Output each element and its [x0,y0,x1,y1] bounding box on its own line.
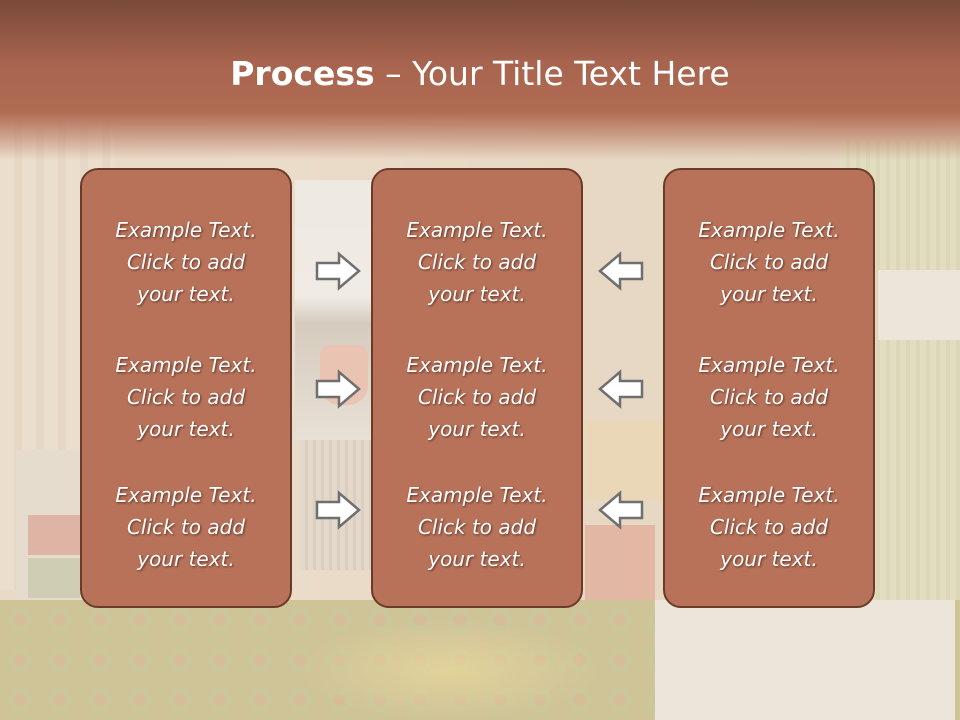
text-line: Click to add [417,515,537,539]
title-rest: – Your Title Text Here [374,54,730,93]
arrow-right-icon[interactable] [315,490,361,530]
slide-title[interactable]: Process – Your Title Text Here [0,52,960,96]
text-line: your text. [137,547,235,571]
text-placeholder[interactable]: Example Text. Click to add your text. [665,349,873,445]
text-placeholder[interactable]: Example Text. Click to add your text. [82,479,290,575]
text-line: your text. [428,547,526,571]
text-placeholder[interactable]: Example Text. Click to add your text. [82,214,290,310]
text-line: Example Text. [115,218,257,242]
title-bar [0,0,960,160]
text-line: Example Text. [698,218,840,242]
text-line: Example Text. [698,483,840,507]
text-placeholder[interactable]: Example Text. Click to add your text. [665,479,873,575]
text-line: your text. [137,417,235,441]
text-line: your text. [428,282,526,306]
text-line: your text. [428,417,526,441]
text-line: Click to add [417,250,537,274]
text-placeholder[interactable]: Example Text. Click to add your text. [373,479,581,575]
text-placeholder[interactable]: Example Text. Click to add your text. [82,349,290,445]
text-line: Click to add [126,515,246,539]
text-line: your text. [137,282,235,306]
text-line: Example Text. [115,483,257,507]
background-headboard [585,420,665,500]
text-line: Example Text. [406,218,548,242]
text-line: your text. [720,547,818,571]
arrow-right-icon[interactable] [315,369,361,409]
arrow-left-icon[interactable] [598,251,644,291]
process-box-right[interactable]: Example Text. Click to add your text. Ex… [663,168,875,608]
text-line: Example Text. [115,353,257,377]
background-desk-drawer [28,558,80,598]
background-bed-frame [655,600,955,720]
background-shelf [878,270,960,340]
background-light-patch [300,620,600,720]
text-line: Example Text. [406,483,548,507]
text-line: Example Text. [698,353,840,377]
process-box-center[interactable]: Example Text. Click to add your text. Ex… [371,168,583,608]
text-line: Click to add [709,385,829,409]
text-line: Click to add [126,385,246,409]
text-line: your text. [720,282,818,306]
arrow-right-icon[interactable] [315,251,361,291]
text-placeholder[interactable]: Example Text. Click to add your text. [373,214,581,310]
text-line: Click to add [709,250,829,274]
text-line: your text. [720,417,818,441]
arrow-left-icon[interactable] [598,490,644,530]
background-desk-drawer [28,515,80,555]
text-line: Click to add [709,515,829,539]
title-bold: Process [230,54,375,93]
text-line: Example Text. [406,353,548,377]
arrow-left-icon[interactable] [598,369,644,409]
text-placeholder[interactable]: Example Text. Click to add your text. [665,214,873,310]
text-line: Click to add [417,385,537,409]
process-box-left[interactable]: Example Text. Click to add your text. Ex… [80,168,292,608]
text-placeholder[interactable]: Example Text. Click to add your text. [373,349,581,445]
text-line: Click to add [126,250,246,274]
background-blanket [585,525,655,605]
